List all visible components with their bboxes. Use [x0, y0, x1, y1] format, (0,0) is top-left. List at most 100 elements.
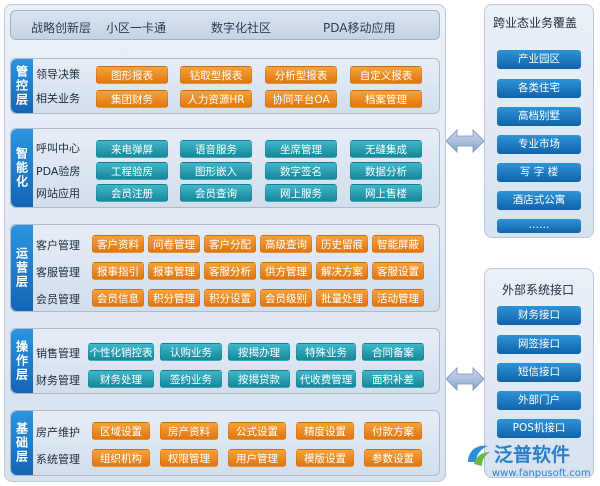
btn-hr[interactable]: 人力资源HR: [180, 90, 252, 108]
btn-smart-block[interactable]: 智能屏蔽: [372, 235, 424, 253]
btn-user-manage[interactable]: 用户管理: [228, 449, 286, 467]
row-label-pda: PDA验房: [36, 165, 81, 178]
btn-supplier-manage[interactable]: 供方管理: [260, 262, 312, 280]
btn-solution[interactable]: 解决方案: [316, 262, 368, 280]
btn-drill-report[interactable]: 钻取型报表: [180, 66, 252, 84]
interface-portal[interactable]: 外部门户: [497, 391, 581, 410]
btn-batch-process[interactable]: 批量处理: [316, 289, 368, 307]
interface-title: 外部系统接口: [502, 283, 575, 297]
btn-history-trace[interactable]: 历史留痕: [316, 235, 368, 253]
btn-template-settings[interactable]: 模版设置: [296, 449, 354, 467]
btn-member-register[interactable]: 会员注册: [96, 184, 168, 202]
btn-survey[interactable]: 问卷管理: [148, 235, 200, 253]
btn-payment-plan[interactable]: 付款方案: [364, 422, 422, 440]
action-layer-tag: 操作层: [11, 329, 33, 393]
row-label-sales: 销售管理: [36, 347, 80, 360]
row-label-system: 系统管理: [36, 453, 80, 466]
row-label-customer: 客户管理: [36, 239, 80, 252]
btn-seamless-integration[interactable]: 无缝集成: [350, 140, 422, 158]
strategy-innovation-bar: 战略创新层 小区一卡通 数字化社区 PDA移动应用: [10, 10, 440, 40]
btn-precision-settings[interactable]: 精度设置: [296, 422, 354, 440]
btn-mortgage-process[interactable]: 按揭办理: [228, 343, 290, 361]
coverage-title: 跨业态业务覆盖: [493, 16, 578, 30]
coverage-residential[interactable]: 各类住宅: [497, 79, 581, 98]
control-layer-tag: 管控层: [11, 59, 33, 113]
btn-mortgage-loan[interactable]: 按揭贷款: [228, 370, 290, 388]
coverage-villa[interactable]: 高档别墅: [497, 107, 581, 126]
btn-service-analysis[interactable]: 客服分析: [204, 262, 256, 280]
coverage-office[interactable]: 写 字 楼: [497, 163, 581, 182]
btn-points-manage[interactable]: 积分管理: [148, 289, 200, 307]
smart-layer-tag: 智能化: [11, 129, 33, 207]
btn-area-settings[interactable]: 区域设置: [92, 422, 150, 440]
btn-online-sales[interactable]: 网上售楼: [350, 184, 422, 202]
coverage-hotel-apartment[interactable]: 酒店式公寓: [497, 191, 581, 210]
btn-formula-settings[interactable]: 公式设置: [228, 422, 286, 440]
btn-graphic-embed[interactable]: 图形嵌入: [180, 162, 252, 180]
btn-customer-info[interactable]: 客户资料: [92, 235, 144, 253]
btn-sales-control[interactable]: 个性化销控表: [88, 343, 154, 361]
btn-advanced-query[interactable]: 高级查询: [260, 235, 312, 253]
row-label-website: 网站应用: [36, 187, 80, 200]
btn-member-query[interactable]: 会员查询: [180, 184, 252, 202]
card-label: 小区一卡通: [106, 21, 167, 35]
btn-oa[interactable]: 协同平台OA: [265, 90, 337, 108]
row-label-property: 房产维护: [36, 426, 80, 439]
row-label-service: 客服管理: [36, 266, 80, 279]
btn-collection-fee[interactable]: 代收费管理: [296, 370, 356, 388]
logo-name: 泛普软件: [494, 444, 571, 466]
btn-seat-management[interactable]: 坐席管理: [265, 140, 337, 158]
btn-report-manage[interactable]: 报事管理: [148, 262, 200, 280]
btn-signing[interactable]: 签约业务: [160, 370, 222, 388]
double-arrow-bottom-icon: [446, 367, 484, 391]
btn-member-info[interactable]: 会员信息: [92, 289, 144, 307]
btn-engineering-inspection[interactable]: 工程验房: [96, 162, 168, 180]
btn-graph-report[interactable]: 图形报表: [96, 66, 168, 84]
btn-special-business[interactable]: 特殊业务: [296, 343, 356, 361]
btn-archive[interactable]: 档案管理: [350, 90, 422, 108]
btn-online-service[interactable]: 网上服务: [265, 184, 337, 202]
coverage-more[interactable]: ……: [497, 219, 581, 233]
btn-permission[interactable]: 权限管理: [160, 449, 218, 467]
btn-customer-assign[interactable]: 客户分配: [204, 235, 256, 253]
interface-finance[interactable]: 财务接口: [497, 306, 581, 325]
fanpu-logo-mark-icon: [468, 445, 490, 466]
btn-parameter-settings[interactable]: 参数设置: [364, 449, 422, 467]
btn-group-finance[interactable]: 集团财务: [96, 90, 168, 108]
row-label-related: 相关业务: [36, 92, 80, 105]
double-arrow-top-icon: [446, 129, 484, 153]
fanpu-logo: 泛普软件 www.fanpusoft.com: [462, 440, 598, 484]
row-label-finance: 财务管理: [36, 374, 80, 387]
btn-digital-signature[interactable]: 数字签名: [265, 162, 337, 180]
coverage-market[interactable]: 专业市场: [497, 135, 581, 154]
row-label-member: 会员管理: [36, 293, 80, 306]
base-layer-tag: 基础层: [11, 411, 33, 475]
btn-service-settings[interactable]: 客服设置: [372, 262, 424, 280]
btn-report-guide[interactable]: 报事指引: [92, 262, 144, 280]
btn-voice-service[interactable]: 语音服务: [180, 140, 252, 158]
btn-area-adjust[interactable]: 面积补差: [362, 370, 424, 388]
operation-layer-tag: 运营层: [11, 225, 33, 311]
btn-points-settings[interactable]: 积分设置: [204, 289, 256, 307]
row-label-call-center: 呼叫中心: [36, 142, 80, 155]
coverage-industrial-park[interactable]: 产业园区: [497, 50, 581, 69]
btn-analysis-report[interactable]: 分析型报表: [265, 66, 337, 84]
btn-organization[interactable]: 组织机构: [92, 449, 150, 467]
btn-contract-filing[interactable]: 合同备案: [362, 343, 424, 361]
btn-finance-process[interactable]: 财务处理: [88, 370, 154, 388]
btn-member-level[interactable]: 会员级别: [260, 289, 312, 307]
btn-activity-manage[interactable]: 活动管理: [372, 289, 424, 307]
row-label-decision: 领导决策: [36, 68, 80, 81]
logo-url: www.fanpusoft.com: [492, 468, 591, 479]
btn-subscription[interactable]: 认购业务: [160, 343, 222, 361]
btn-data-analysis[interactable]: 数据分析: [350, 162, 422, 180]
btn-property-data[interactable]: 房产资料: [160, 422, 218, 440]
digital-community-label: 数字化社区: [211, 21, 272, 35]
interface-sms[interactable]: 短信接口: [497, 363, 581, 382]
pda-label: PDA移动应用: [323, 21, 396, 35]
btn-custom-report[interactable]: 自定义报表: [350, 66, 422, 84]
interface-pos[interactable]: POS机接口: [497, 419, 581, 438]
btn-incoming-popup[interactable]: 来电弹屏: [96, 140, 168, 158]
strategy-label: 战略创新层: [31, 21, 92, 35]
interface-net-sign[interactable]: 网签接口: [497, 335, 581, 354]
